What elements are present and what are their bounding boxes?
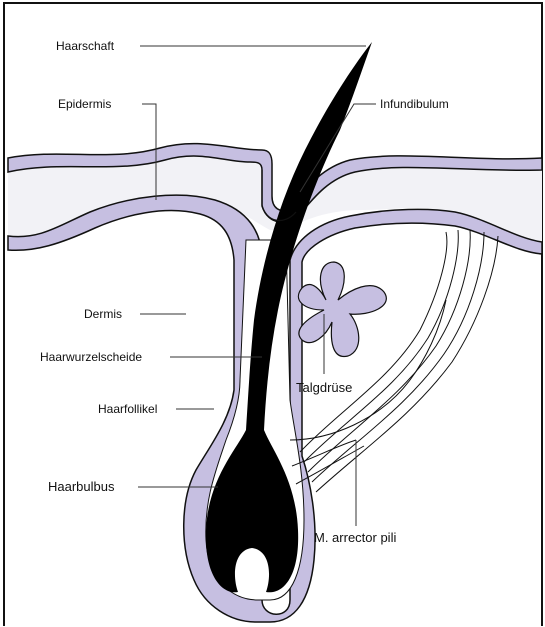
label-haarschaft: Haarschaft <box>56 39 115 53</box>
sebaceous-gland <box>298 262 386 357</box>
label-epidermis: Epidermis <box>58 97 111 111</box>
label-dermis: Dermis <box>84 307 122 321</box>
label-haarfollikel: Haarfollikel <box>98 402 157 416</box>
label-infundibulum: Infundibulum <box>380 97 449 111</box>
label-haarwurzelscheide: Haarwurzelscheide <box>40 350 142 364</box>
label-haarbulbus: Haarbulbus <box>48 479 115 494</box>
arrector-pili-muscle <box>290 230 498 492</box>
label-talgdruese: Talgdrüse <box>296 380 352 395</box>
label-arrector-pili: M. arrector pili <box>314 530 396 545</box>
